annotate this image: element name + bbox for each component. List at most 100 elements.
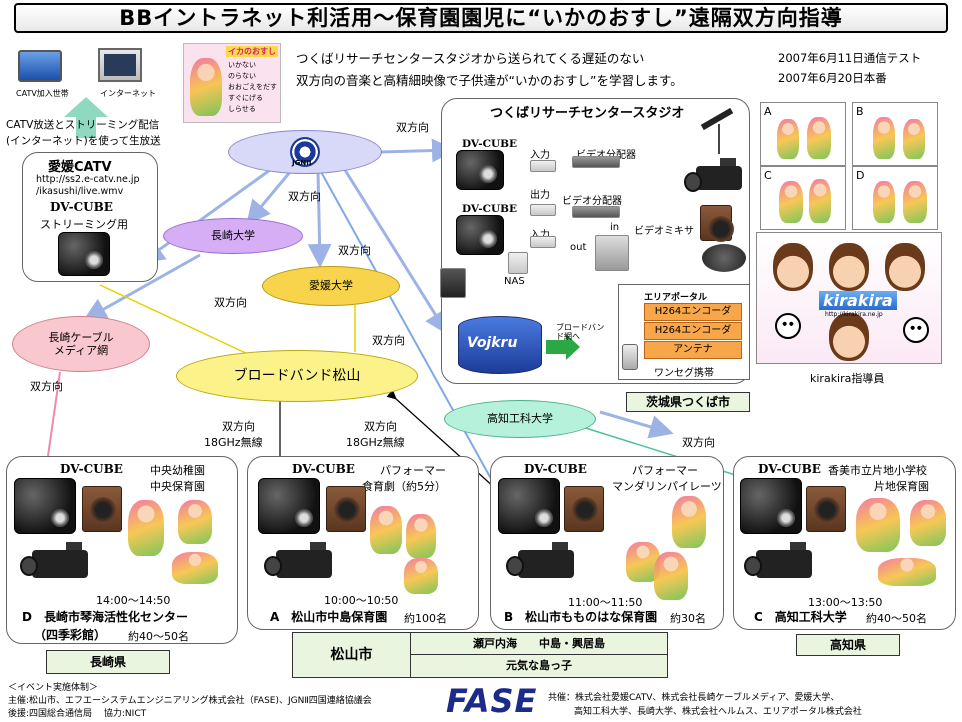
dv-cube-icon: [740, 478, 802, 534]
jgn-node[interactable]: JGNII: [228, 130, 382, 174]
dancer-figure-icon: [873, 117, 895, 159]
video-camera-icon: [506, 542, 574, 578]
instructor-face-icon: [829, 243, 869, 291]
splitter-label: ビデオ分配器: [576, 146, 636, 161]
site-count: 約100名: [404, 612, 447, 625]
site-desc-2: マンダリンパイレーツ: [612, 480, 722, 493]
site-time: 14:00～14:50: [96, 594, 171, 607]
child-figure-icon: [878, 558, 936, 586]
ehime-catv-usage: ストリーミング用: [40, 218, 128, 231]
video-camera-icon: [20, 542, 88, 578]
dancer-figure-icon: [807, 117, 831, 159]
child-figure-icon: [172, 552, 218, 584]
dancer-figure-icon: [873, 181, 895, 223]
bidir-label: 双方向: [364, 420, 397, 433]
speaker-icon: [82, 486, 122, 532]
output-label: 出力: [530, 190, 550, 201]
site-desc-2: 食育劇（約5分）: [362, 480, 446, 493]
dv-cube-icon: [498, 478, 560, 534]
kochi-pref-label: 高知県: [796, 634, 900, 656]
seto-label: 瀬戸内海 中島・興居島: [411, 633, 667, 655]
computer-icon: [98, 48, 142, 82]
video-splitter-device: [572, 156, 620, 168]
input-label: 入力: [530, 226, 550, 241]
date-test: 2007年6月11日通信テスト: [778, 51, 922, 65]
child-figure-icon: [178, 500, 212, 544]
mobile-phone-icon: [622, 344, 638, 370]
encoder-box: H264エンコーダ: [644, 322, 742, 340]
activity-panel-c: C: [760, 166, 846, 230]
studio-cube-label: DV-CUBE: [462, 203, 518, 215]
activity-panel-b: B: [852, 102, 938, 166]
footer-cohost-1: 共催：株式会社愛媛CATV、株式会社長崎ケーブルメディア、愛媛大学、: [548, 693, 840, 703]
site-desc-1: パフォーマー: [632, 464, 698, 477]
child-figure-icon: [672, 496, 706, 548]
video-mixer-device: [595, 235, 629, 271]
mixer-label: ビデオミキサ: [634, 226, 694, 237]
site-device: DV-CUBE: [60, 462, 123, 476]
instructor-face-icon: [829, 313, 869, 361]
site-device: DV-CUBE: [292, 462, 355, 476]
instructor-face-icon: [885, 243, 925, 291]
dv-cube-icon: [58, 232, 110, 276]
dancer-figure-icon: [779, 181, 803, 223]
activity-panel-d: D: [852, 166, 938, 230]
bidir-label: 双方向: [214, 296, 247, 309]
dancer-figure-icon: [903, 181, 927, 223]
dv-cube-icon: [456, 215, 504, 255]
bidir-label: 双方向: [30, 380, 63, 393]
poster-item: おおごえをだす: [228, 83, 277, 91]
video-camera-icon: [684, 158, 742, 192]
laptop-icon: [440, 268, 466, 298]
nagasaki-univ-node[interactable]: 長崎大学: [163, 218, 303, 254]
site-time: 11:00～11:50: [568, 596, 643, 609]
poster-item: すぐにげる: [228, 94, 263, 102]
splitter-label: ビデオ分配器: [562, 196, 622, 207]
video-camera-icon: [264, 542, 332, 578]
ehime-catv-url-2: /ikasushi/live.wmv: [36, 186, 124, 197]
child-figure-icon: [190, 58, 222, 116]
broadcast-text-1: CATV放送とストリーミング配信: [6, 119, 160, 131]
panel-letter: C: [764, 169, 772, 182]
nas-label: NAS: [504, 276, 525, 287]
site-device: DV-CUBE: [758, 462, 821, 476]
site-name-2: （四季彩館）: [34, 628, 107, 642]
converter-device: [530, 204, 556, 216]
ehime-univ-node[interactable]: 愛媛大学: [262, 266, 400, 306]
matsuyama-region-box: 松山市 瀬戸内海 中島・興居島 元気な島っ子: [292, 632, 668, 678]
internet-label: インターネット: [100, 89, 156, 98]
bidir-label: 双方向: [288, 190, 321, 203]
dancer-figure-icon: [809, 179, 831, 223]
activity-panel-a: A: [760, 102, 846, 166]
dv-cube-icon: [258, 478, 320, 534]
bidir-label: 双方向: [396, 121, 429, 134]
jgn-logo-icon: JGNII: [290, 137, 320, 167]
panda-icon: [775, 313, 801, 339]
broadband-to-label: ブロードバンド網へ: [556, 323, 605, 341]
site-desc-1: 中央幼稚園: [150, 464, 205, 477]
intro-line-1: つくばリサーチセンタースタジオから送られてくる遅延のない: [296, 51, 645, 66]
footer-host: 主催:松山市、エフエーシステムエンジニアリング株式会社（FASE)、JGNⅡ四国…: [8, 696, 372, 706]
site-desc-1: 香美市立片地小学校: [828, 464, 927, 477]
input-label: 入力: [530, 150, 550, 161]
video-splitter-device: [572, 206, 620, 218]
site-count: 約40～50名: [128, 630, 189, 643]
nagasaki-cable-node[interactable]: 長崎ケーブル メディア網: [12, 316, 150, 372]
panel-letter: D: [856, 169, 865, 182]
child-figure-icon: [404, 558, 438, 594]
microphone-stand-icon: [718, 124, 720, 154]
ehime-catv-device: DV-CUBE: [50, 200, 113, 214]
broadband-matsuyama-node[interactable]: ブロードバンド松山: [176, 350, 418, 402]
site-name: D 長崎市琴海活性化センター: [22, 610, 188, 624]
panel-letter: B: [856, 105, 864, 118]
poster-item: いかない: [228, 61, 256, 69]
kochi-tech-node[interactable]: 高知工科大学: [444, 400, 596, 438]
ehime-catv-name: 愛媛CATV: [48, 160, 112, 175]
intro-line-2: 双方向の音楽と高精細映像で子供達が“いかのおすし”を学習します。: [296, 73, 683, 88]
nagasaki-pref-label: 長崎県: [46, 650, 170, 674]
catv-subscriber-label: CATV加入世帯: [16, 89, 69, 98]
site-time: 10:00～10:50: [324, 594, 399, 607]
poster-item: しらせる: [228, 105, 256, 113]
footer-support: 後援:四国総合通信局 協力:NICT: [8, 709, 147, 719]
converter-device: [530, 160, 556, 172]
